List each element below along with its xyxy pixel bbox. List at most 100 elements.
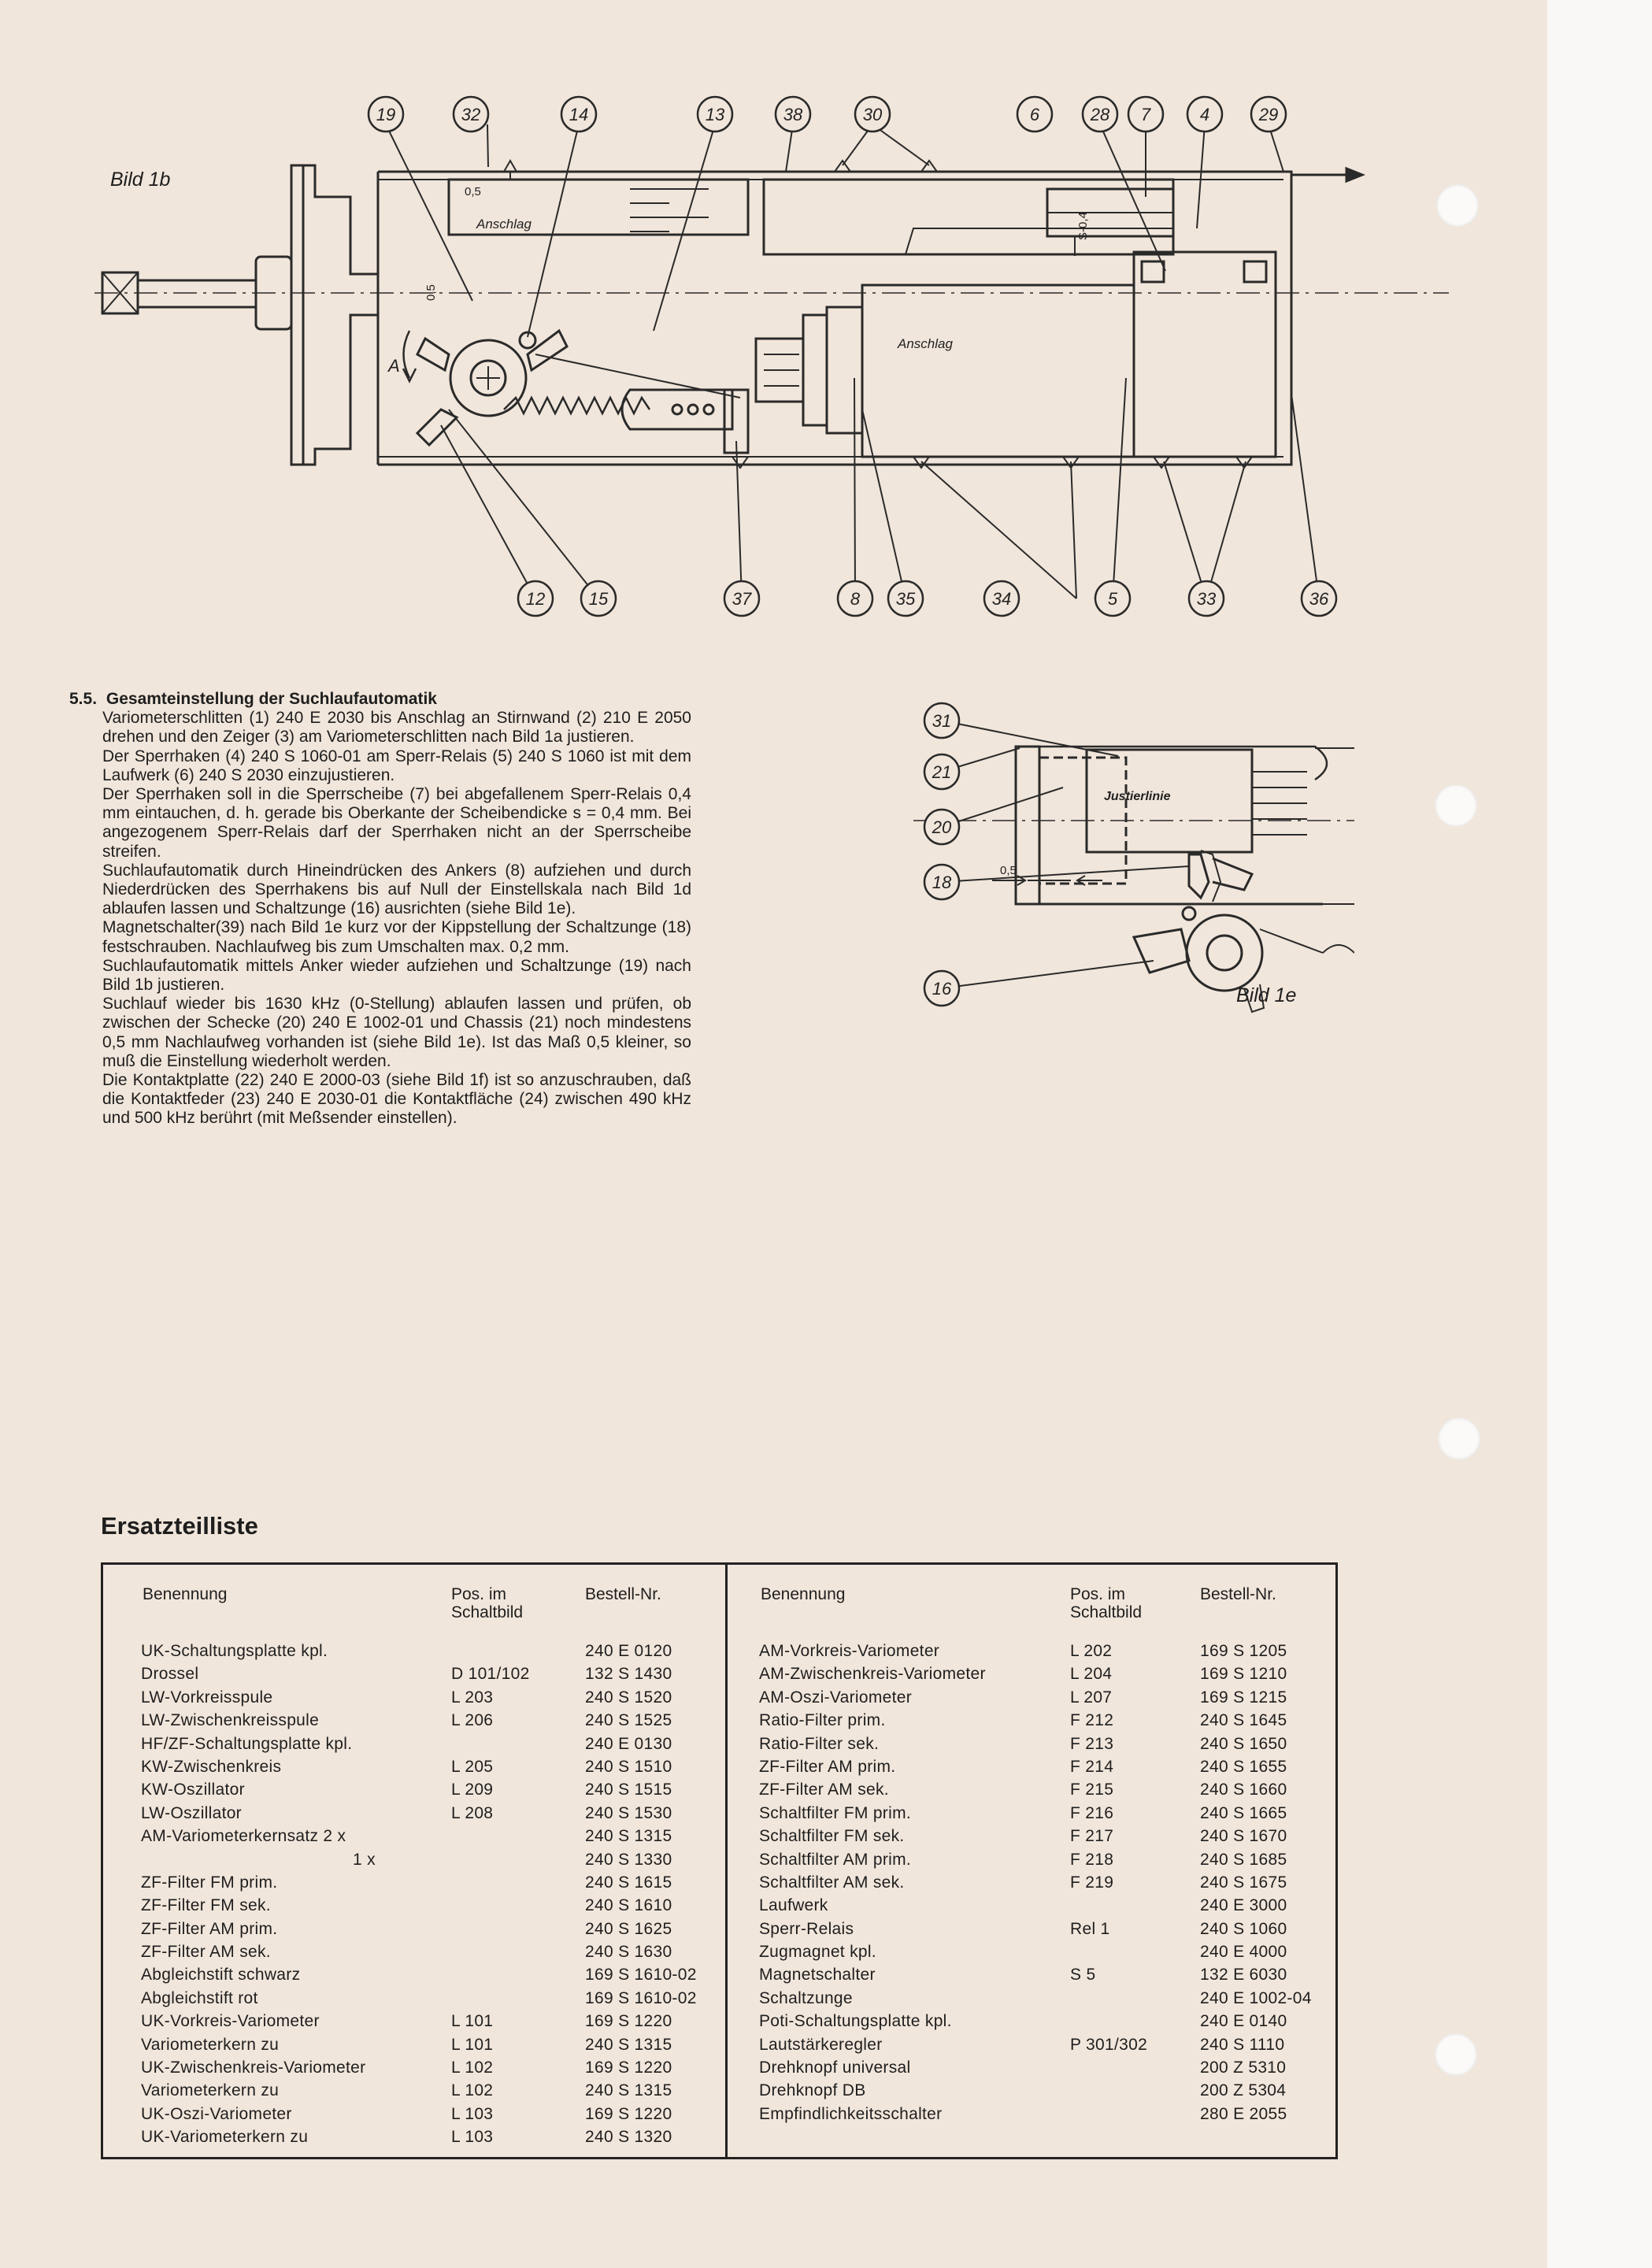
cell-order: 240 S 1510 bbox=[585, 1757, 672, 1776]
callout-36: 36 bbox=[1309, 589, 1329, 609]
callout-13: 13 bbox=[706, 105, 725, 124]
section-paragraph: Der Sperrhaken (4) 240 S 1060-01 am Sper… bbox=[102, 747, 691, 784]
table-row: ZF-Filter FM sek.240 S 1610 bbox=[103, 1896, 725, 1919]
figure-1b-anschlag-upper: Anschlag bbox=[476, 217, 532, 232]
callout-16: 16 bbox=[932, 979, 952, 999]
table-row: ZF-Filter AM prim.240 S 1625 bbox=[103, 1920, 725, 1943]
spring bbox=[503, 395, 651, 416]
cell-pos: L 103 bbox=[451, 2128, 494, 2147]
header-name: Benennung bbox=[761, 1585, 846, 1603]
cell-pos: F 217 bbox=[1070, 1827, 1114, 1846]
cell-name: Variometerkern zu bbox=[141, 2081, 280, 2100]
callout-33: 33 bbox=[1197, 589, 1217, 609]
rotor-hub bbox=[469, 359, 507, 397]
cell-name: Schaltzunge bbox=[759, 1988, 853, 2007]
callout-28: 28 bbox=[1090, 105, 1110, 124]
cell-order: 240 S 1315 bbox=[585, 2081, 672, 2100]
table-row: UK-Schaltungsplatte kpl.240 E 0120 bbox=[103, 1642, 725, 1665]
cell-order: 240 S 1665 bbox=[1200, 1803, 1287, 1822]
cell-order: 240 S 1525 bbox=[585, 1711, 672, 1730]
cell-order: 240 S 1630 bbox=[585, 1943, 672, 1962]
cell-name: Zugmagnet kpl. bbox=[759, 1943, 876, 1962]
figure-1e-drawing: 0,5 Justierlinie 31 21 20 18 16 bbox=[913, 702, 1354, 1014]
figure-1e-dim-05: 0,5 bbox=[1000, 864, 1017, 877]
cell-pos: Rel 1 bbox=[1070, 1919, 1110, 1938]
cell-name: ZF-Filter AM sek. bbox=[759, 1781, 889, 1799]
cell-name: 1 x bbox=[353, 1850, 376, 1869]
cell-name: Magnetschalter bbox=[759, 1966, 876, 1984]
parts-list-title: Ersatzteilliste bbox=[101, 1512, 258, 1540]
figure-1b-drawing: 0,5 Anschlag Anschlag S-0,4 0,5 A 19 32 … bbox=[94, 95, 1449, 617]
section-5-5: 5.5. Gesamteinstellung der Suchlaufautom… bbox=[69, 690, 691, 1128]
cell-order: 240 S 1645 bbox=[1200, 1711, 1287, 1730]
cell-order: 169 S 1220 bbox=[585, 2012, 672, 2031]
callout-38: 38 bbox=[783, 105, 803, 124]
cell-pos: F 218 bbox=[1070, 1850, 1114, 1869]
cell-name: HF/ZF-Schaltungsplatte kpl. bbox=[141, 1734, 353, 1753]
cell-name: UK-Variometerkern zu bbox=[141, 2128, 309, 2147]
callout-7: 7 bbox=[1141, 105, 1151, 124]
callout-29: 29 bbox=[1258, 105, 1278, 124]
page-edge-strip bbox=[1547, 0, 1652, 2268]
callout-20: 20 bbox=[932, 817, 952, 837]
header-order: Bestell-Nr. bbox=[585, 1585, 661, 1603]
header-name: Benennung bbox=[143, 1585, 228, 1603]
cell-order: 169 S 1610-02 bbox=[585, 1966, 697, 1984]
cell-pos: L 102 bbox=[451, 2059, 494, 2077]
figure-1b-label: Bild 1b bbox=[110, 169, 171, 191]
callout-34: 34 bbox=[992, 589, 1011, 609]
cell-order: 169 S 1205 bbox=[1200, 1642, 1287, 1660]
figure-1b-dim-05: 0,5 bbox=[465, 185, 481, 198]
cell-name: Drehknopf DB bbox=[759, 2081, 866, 2100]
cell-name: Ratio-Filter sek. bbox=[759, 1734, 880, 1753]
figure-1b-anschlag-lower: Anschlag bbox=[897, 336, 953, 351]
cell-pos: L 202 bbox=[1070, 1642, 1113, 1660]
cell-pos: L 206 bbox=[451, 1711, 494, 1730]
punch-hole-bottom bbox=[1435, 2033, 1477, 2076]
cell-pos: D 101/102 bbox=[451, 1665, 530, 1684]
cell-order: 240 S 1615 bbox=[585, 1873, 672, 1892]
cell-order: 240 S 1330 bbox=[585, 1850, 672, 1869]
cell-name: Empfindlichkeitsschalter bbox=[759, 2104, 943, 2123]
parts-list-table: Benennung Pos. im Schaltbild Bestell-Nr.… bbox=[101, 1562, 1338, 2159]
cell-order: 240 S 1515 bbox=[585, 1781, 672, 1799]
cell-name: Ratio-Filter prim. bbox=[759, 1711, 886, 1730]
section-title: Gesamteinstellung der Suchlaufautomatik bbox=[106, 690, 437, 708]
table-row: Empfindlichkeitsschalter 280 E 2055 bbox=[728, 2105, 1335, 2128]
cell-name: AM-Oszi-Variometer bbox=[759, 1688, 913, 1707]
cell-pos: L 203 bbox=[451, 1688, 494, 1707]
cell-order: 132 S 1430 bbox=[585, 1665, 672, 1684]
schaltzunge bbox=[1187, 853, 1210, 900]
cell-order: 169 S 1220 bbox=[585, 2104, 672, 2123]
figure-1e-justierlinie: Justierlinie bbox=[1104, 790, 1171, 803]
section-number: 5.5. bbox=[69, 690, 98, 708]
cell-name: AM-Vorkreis-Variometer bbox=[759, 1642, 940, 1660]
cell-name: Abgleichstift rot bbox=[141, 1988, 258, 2007]
cell-pos: F 219 bbox=[1070, 1873, 1114, 1892]
cell-order: 240 S 1625 bbox=[585, 1919, 672, 1938]
section-paragraph: Suchlaufautomatik mittels Anker wieder a… bbox=[102, 956, 691, 995]
cell-order: 280 E 2055 bbox=[1200, 2104, 1287, 2123]
pawl-left bbox=[416, 336, 450, 372]
cell-name: UK-Vorkreis-Variometer bbox=[141, 2012, 320, 2031]
